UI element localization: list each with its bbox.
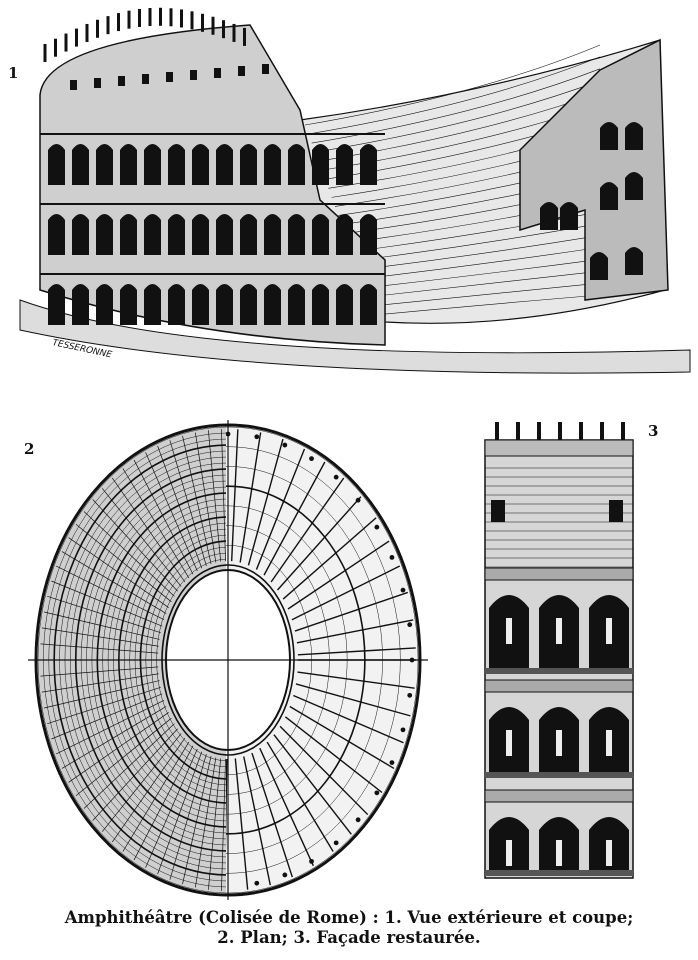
colosseum-plan-drawing <box>28 420 428 900</box>
facade-elevation-drawing <box>484 422 634 879</box>
colosseum-exterior-drawing: TESSERONNE <box>19 7 691 374</box>
figure-number-1: 1 <box>8 64 19 82</box>
figure-exterior-view: TESSERONNE <box>0 0 698 380</box>
section-cut <box>519 38 669 301</box>
caption-line-2: 2. Plan; 3. Façade restaurée. <box>217 928 481 947</box>
caption-line-1: Amphithéâtre (Colisée de Rome) : 1. Vue … <box>64 908 634 927</box>
velarium-masts <box>43 7 246 62</box>
figure-number-3: 3 <box>648 422 659 440</box>
outer-wall <box>34 423 422 897</box>
figure-plan <box>28 420 428 900</box>
figure-number-2: 2 <box>24 440 35 458</box>
facade-arcades <box>40 64 385 325</box>
ground <box>19 299 691 374</box>
figure-facade <box>483 418 635 880</box>
caption: Amphithéâtre (Colisée de Rome) : 1. Vue … <box>0 908 698 948</box>
